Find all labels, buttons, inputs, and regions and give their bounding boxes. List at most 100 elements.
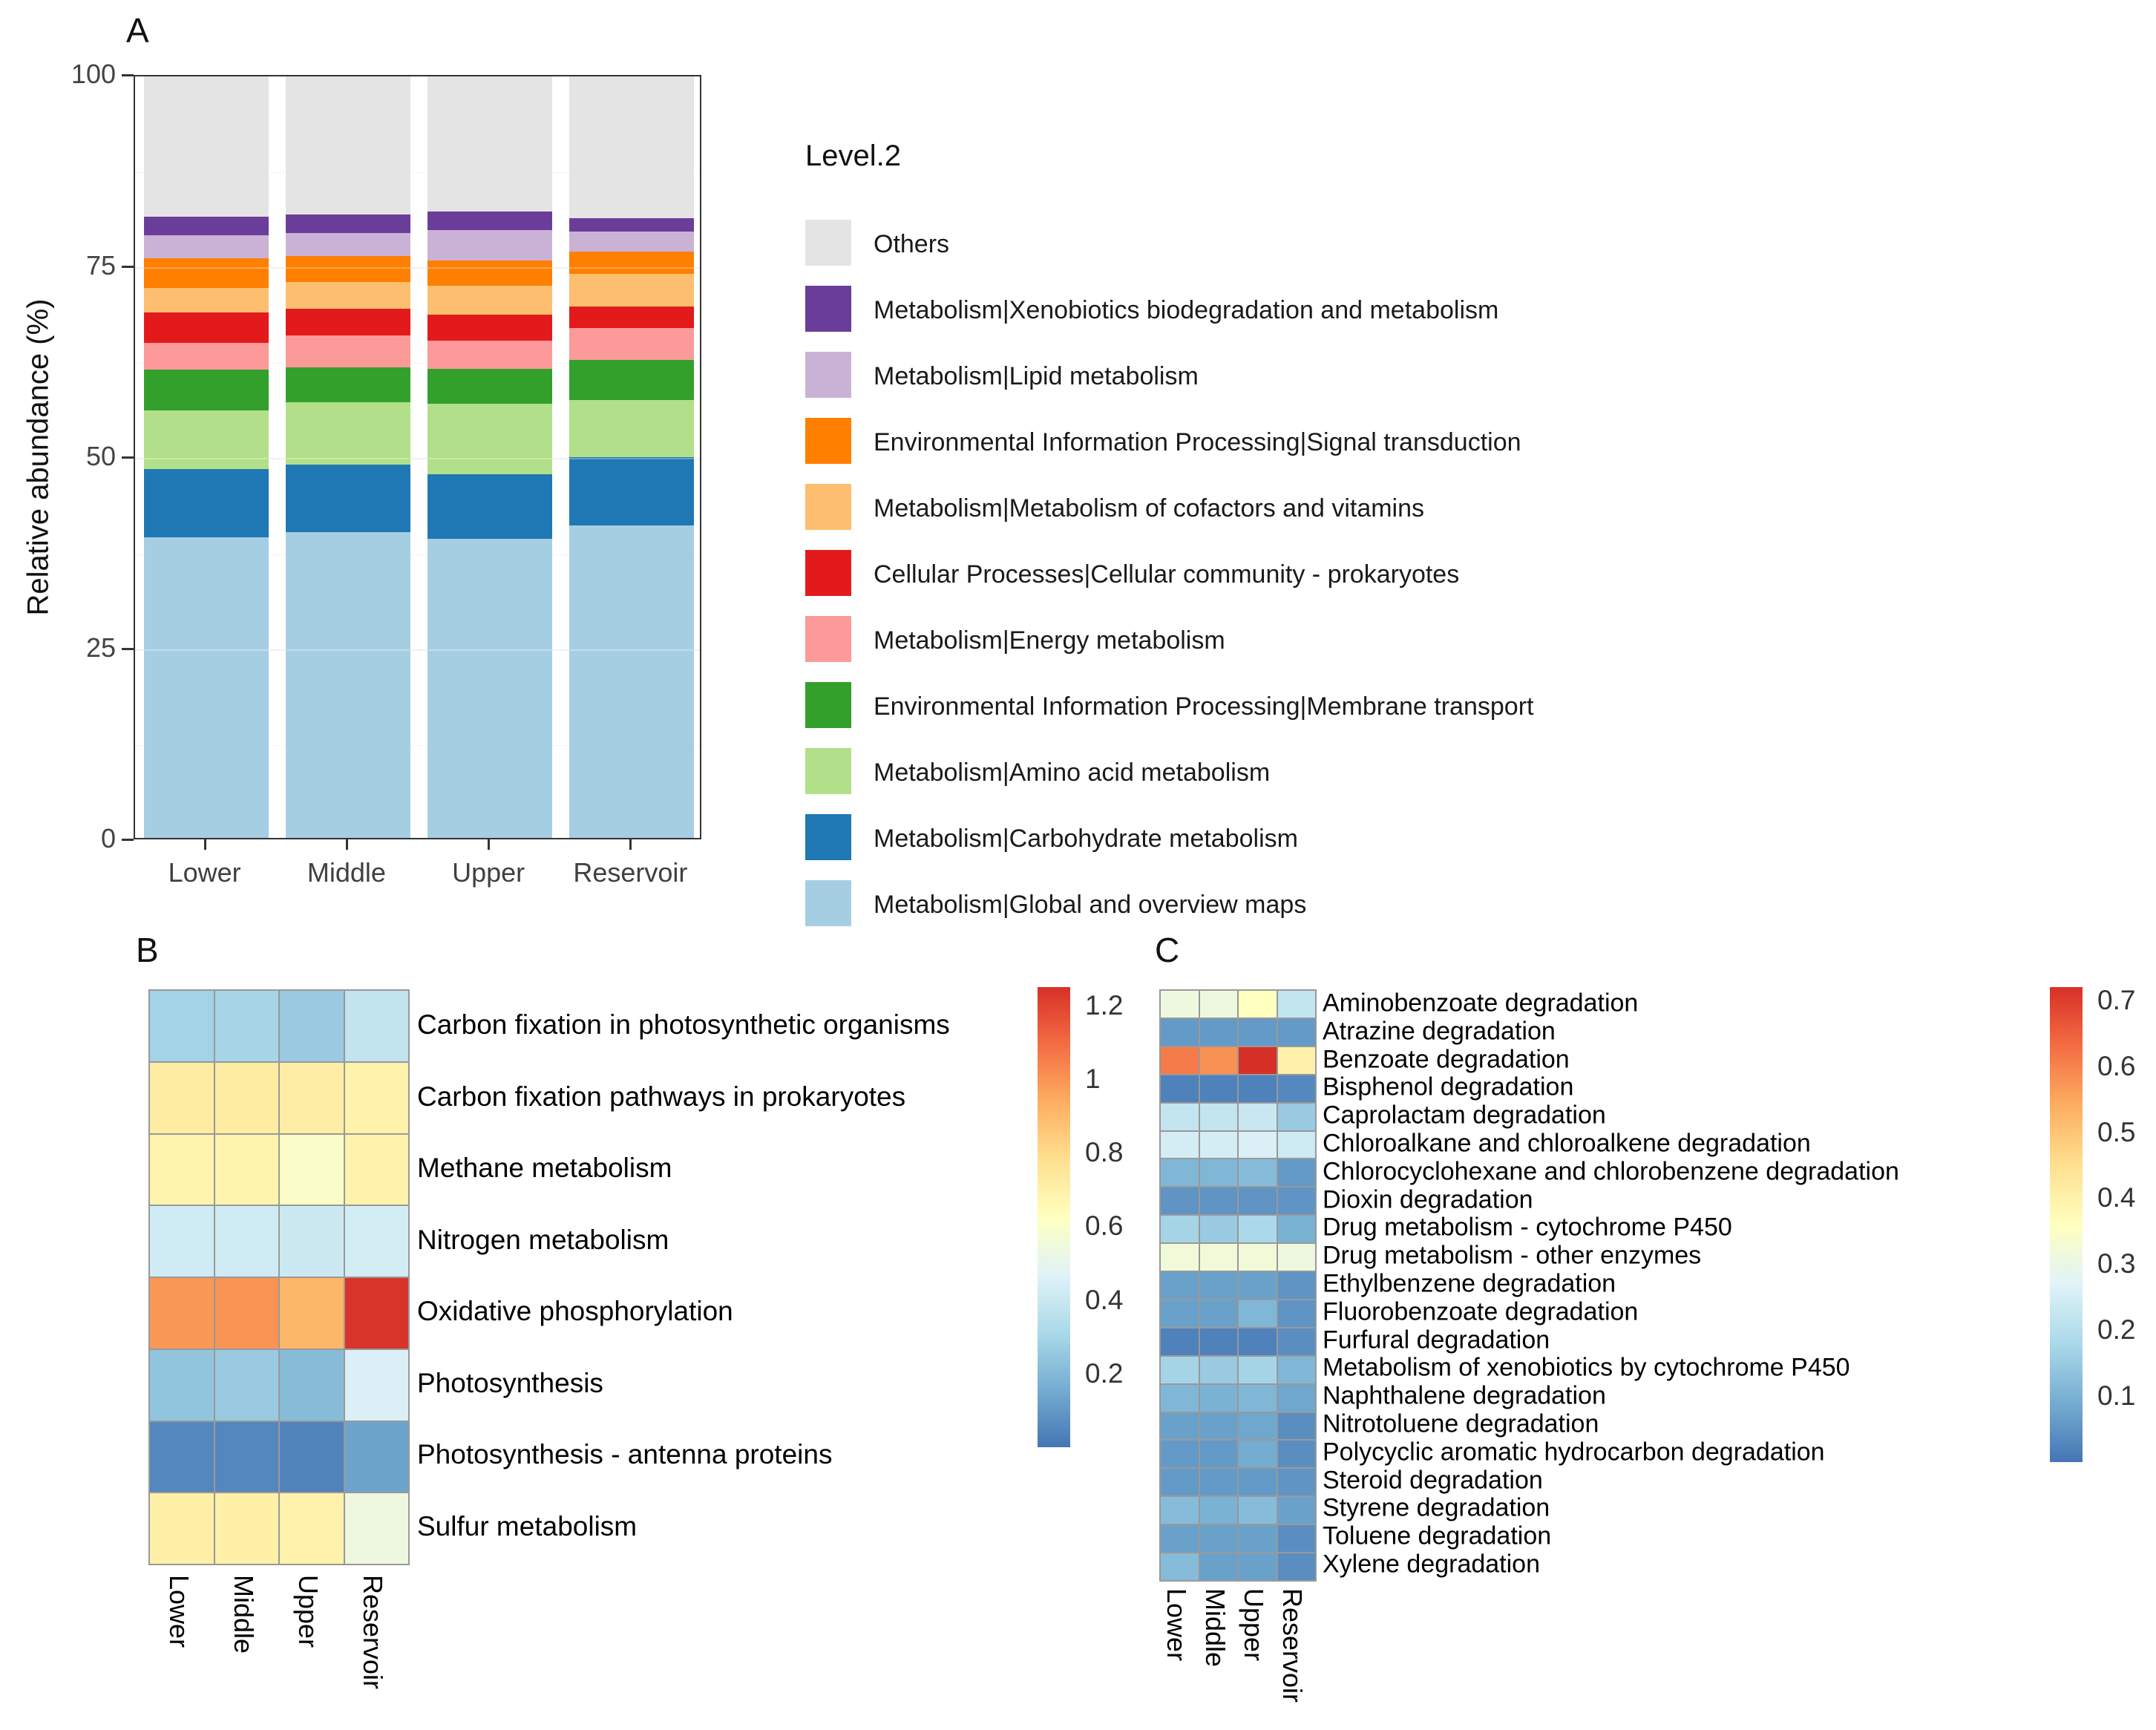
heatmap-cell-r12-c3: [1277, 1328, 1315, 1355]
legend-item-label: Metabolism|Global and overview maps: [874, 891, 1307, 919]
heatmap-row-label: Styrene degradation: [1323, 1493, 1550, 1522]
bar-segment: [427, 404, 553, 474]
bar-segment: [285, 256, 410, 283]
heatmap-cell-r0-c0: [1161, 991, 1199, 1018]
heatmap-cell-r15-c1: [1199, 1412, 1237, 1440]
heatmap-cell-r5-c2: [280, 1349, 344, 1421]
bar-segment: [143, 76, 269, 217]
bar-segment: [427, 261, 553, 286]
heatmap-cell-r0-c2: [280, 991, 344, 1061]
bar-segment: [569, 400, 695, 457]
gridline-minor: [135, 745, 700, 747]
heatmap-cell-r14-c2: [1239, 1384, 1277, 1412]
bar-segment: [569, 525, 695, 838]
heatmap-cell-r8-c1: [1199, 1216, 1237, 1243]
heatmap-cell-r13-c1: [1199, 1356, 1237, 1383]
legend-item-label: Others: [874, 230, 950, 258]
legend-key: [805, 220, 851, 266]
heatmap-row-label: Ethylbenzene degradation: [1323, 1269, 1616, 1298]
heatmap-cell-r5-c2: [1239, 1131, 1277, 1159]
heatmap-cell-r10-c1: [1199, 1272, 1237, 1299]
bar-segment: [427, 341, 553, 369]
heatmap-cell-r9-c3: [1277, 1244, 1315, 1271]
panel-a-label: A: [126, 11, 149, 50]
heatmap-cell-r1-c1: [214, 1062, 278, 1133]
heatmap-cell-r17-c3: [1277, 1469, 1315, 1496]
gridline-minor: [135, 171, 700, 173]
heatmap-cell-r1-c0: [150, 1062, 214, 1133]
heatmap-cell-r1-c3: [344, 1062, 408, 1133]
heatmap-cell-r16-c0: [1161, 1441, 1199, 1468]
legend-key: [805, 748, 851, 794]
heatmap-cell-r2-c2: [280, 1134, 344, 1205]
bar-segment: [143, 288, 269, 313]
legend-key: [805, 880, 851, 926]
heatmap-col-label: Upper: [1239, 1588, 1269, 1662]
bar-middle: [285, 76, 410, 838]
heatmap-cell-r3-c0: [150, 1206, 214, 1277]
heatmap-cell-r0-c3: [344, 991, 408, 1061]
y-tick-label: 0: [100, 823, 116, 853]
heatmap-row-label: Nitrotoluene degradation: [1323, 1409, 1599, 1438]
heatmap-cell-r19-c0: [1161, 1525, 1199, 1553]
heatmap-cell-r2-c2: [1239, 1046, 1277, 1074]
x-tick-mark: [345, 839, 348, 850]
colorbar-tick-label: 0.5: [2097, 1116, 2136, 1147]
heatmap-cell-r8-c0: [1161, 1216, 1199, 1243]
colorbar-tick-label: 0.6: [1085, 1210, 1124, 1242]
heatmap-row-label: Oxidative phosphorylation: [417, 1296, 733, 1327]
y-tick-mark: [122, 839, 134, 841]
legend-key: [805, 418, 851, 464]
heatmap-cell-r1-c0: [1161, 1018, 1199, 1046]
heatmap-cell-r17-c2: [1239, 1469, 1277, 1496]
heatmap-cell-r11-c2: [1239, 1300, 1277, 1327]
gridline-overlay: [135, 649, 700, 651]
legend-item-label: Cellular Processes|Cellular community - …: [874, 560, 1460, 589]
y-tick-label: 25: [85, 632, 116, 663]
heatmap-cell-r19-c2: [1239, 1525, 1277, 1553]
heatmap-cell-r3-c0: [1161, 1075, 1199, 1102]
heatmap-col-label: Middle: [1200, 1588, 1231, 1668]
heatmap-row-label: Benzoate degradation: [1323, 1045, 1570, 1074]
heatmap-row-label: Caprolactam degradation: [1323, 1101, 1606, 1130]
gridline-overlay: [135, 458, 700, 459]
heatmap-cell-r4-c1: [1199, 1103, 1237, 1130]
x-tick-label: Lower: [168, 857, 241, 888]
heatmap-cell-r7-c0: [1161, 1187, 1199, 1215]
heatmap-cell-r3-c3: [1277, 1075, 1315, 1102]
gridline-overlay: [135, 266, 700, 269]
colorbar-tick-label: 1: [1085, 1064, 1101, 1094]
heatmap-cell-r18-c2: [1239, 1497, 1277, 1524]
bar-segment: [427, 286, 553, 315]
heatmap-cell-r0-c1: [214, 991, 278, 1061]
heatmap-cell-r5-c0: [1161, 1131, 1199, 1159]
heatmap-cell-r5-c3: [344, 1349, 408, 1421]
heatmap-cell-r9-c0: [1161, 1244, 1199, 1271]
heatmap-col-label: Reservoir: [357, 1575, 388, 1690]
heatmap-col-label: Lower: [1161, 1588, 1192, 1662]
legend-item-label: Metabolism|Lipid metabolism: [874, 362, 1199, 390]
bar-segment: [569, 306, 695, 328]
heatmap-cell-r7-c3: [1277, 1187, 1315, 1215]
heatmap-row-label: Chloroalkane and chloroalkene degradatio…: [1323, 1129, 1811, 1158]
y-tick-mark: [122, 647, 134, 650]
bar-segment: [143, 343, 269, 370]
heatmap-cell-r1-c2: [1239, 1018, 1277, 1046]
heatmap-col-label: Upper: [292, 1575, 324, 1648]
heatmap-cell-r3-c2: [1239, 1075, 1277, 1102]
heatmap-cell-r20-c0: [1161, 1553, 1199, 1580]
bar-segment: [285, 531, 410, 838]
heatmap-row-label: Naphthalene degradation: [1323, 1381, 1606, 1410]
heatmap-row-label: Steroid degradation: [1323, 1466, 1543, 1495]
colorbar-tick-label: 0.8: [1085, 1137, 1124, 1168]
legend-key: [805, 616, 851, 662]
heatmap-cell-r3-c1: [214, 1206, 278, 1277]
heatmap-row-label: Carbon fixation pathways in prokaryotes: [417, 1081, 906, 1112]
y-tick-label: 50: [85, 441, 116, 471]
bar-upper: [427, 76, 553, 838]
heatmap-cell-r7-c2: [280, 1493, 344, 1564]
heatmap-cell-r20-c3: [1277, 1553, 1315, 1580]
heatmap-cell-r15-c0: [1161, 1412, 1199, 1440]
heatmap-cell-r10-c2: [1239, 1272, 1277, 1299]
bar-segment: [427, 211, 553, 231]
